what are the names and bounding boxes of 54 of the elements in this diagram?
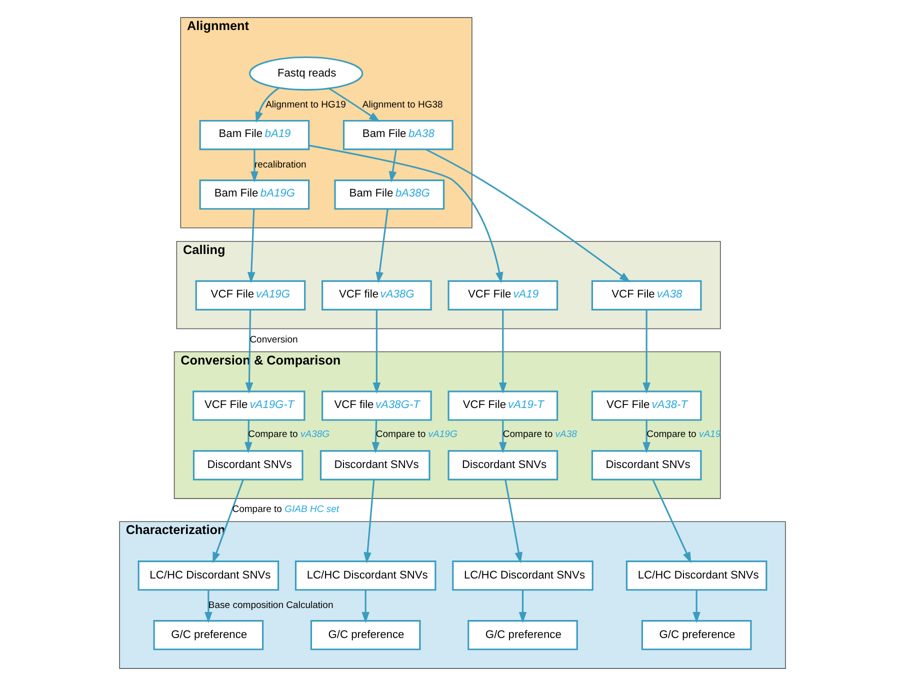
node-box: VCF File vA38: [591, 280, 702, 310]
node-box: G/C preference: [641, 620, 752, 650]
arrow: [499, 420, 507, 454]
arrow: [364, 480, 375, 564]
node-box: Discordant SNVs: [320, 450, 430, 480]
arrow: [372, 310, 381, 394]
node-box: VCF File vA19: [448, 280, 558, 310]
arrow: [642, 420, 650, 454]
arrow: [245, 310, 254, 394]
node-box: Discordant SNVs: [448, 450, 558, 480]
node-box: Discordant SNVs: [591, 450, 702, 480]
node-box: LC/HC Discordant SNVs: [138, 560, 280, 591]
arrow: [504, 479, 522, 564]
arrow: [250, 150, 258, 183]
arrow: [376, 208, 388, 284]
node-box: G/C preference: [153, 620, 264, 650]
arrow: [652, 479, 692, 564]
node-box: G/C preference: [310, 620, 421, 650]
edge-label: Alignment to HG19: [266, 100, 346, 111]
arrow: [244, 420, 252, 454]
node-box: Discordant SNVs: [192, 450, 304, 480]
arrow: [426, 148, 630, 282]
node-box: LC/HC Discordant SNVs: [294, 560, 436, 591]
arrow: [692, 590, 700, 624]
node-box: Bam File bA19: [199, 120, 310, 150]
arrow: [248, 208, 256, 284]
node-box: LC/HC Discordant SNVs: [452, 560, 594, 591]
edge-label: Base composition Calculation: [208, 600, 334, 611]
node-box: G/C preference: [468, 620, 578, 650]
node-box: VCF File vA19-T: [448, 390, 558, 421]
arrow: [362, 590, 370, 624]
arrow: [499, 310, 507, 394]
edge-label: Compare to GIAB HC set: [232, 504, 340, 515]
node-box: VCF File vA19G-T: [192, 390, 306, 421]
arrow: [328, 88, 380, 122]
edge-label: Alignment to HG38: [362, 100, 443, 111]
arrow: [255, 87, 280, 123]
node-ellipse: Fastq reads: [248, 56, 364, 91]
arrow: [204, 590, 212, 624]
arrow: [518, 590, 527, 624]
arrow: [372, 420, 380, 454]
node-box: Bam File bA38G: [334, 180, 445, 210]
arrow: [308, 144, 504, 284]
edge-label: recalibration: [254, 159, 306, 170]
node-box: Bam File bA38: [342, 120, 454, 150]
node-box: VCF file vA38G-T: [322, 390, 432, 421]
node-box: Bam File bA19G: [199, 180, 310, 210]
node-box: VCF File vA19G: [195, 280, 306, 310]
arrow: [212, 479, 244, 564]
arrow: [642, 310, 650, 394]
arrow: [388, 149, 397, 183]
node-box: LC/HC Discordant SNVs: [626, 560, 768, 591]
node-box: VCF File vA38-T: [591, 390, 702, 421]
node-box: VCF file vA38G: [322, 280, 432, 310]
